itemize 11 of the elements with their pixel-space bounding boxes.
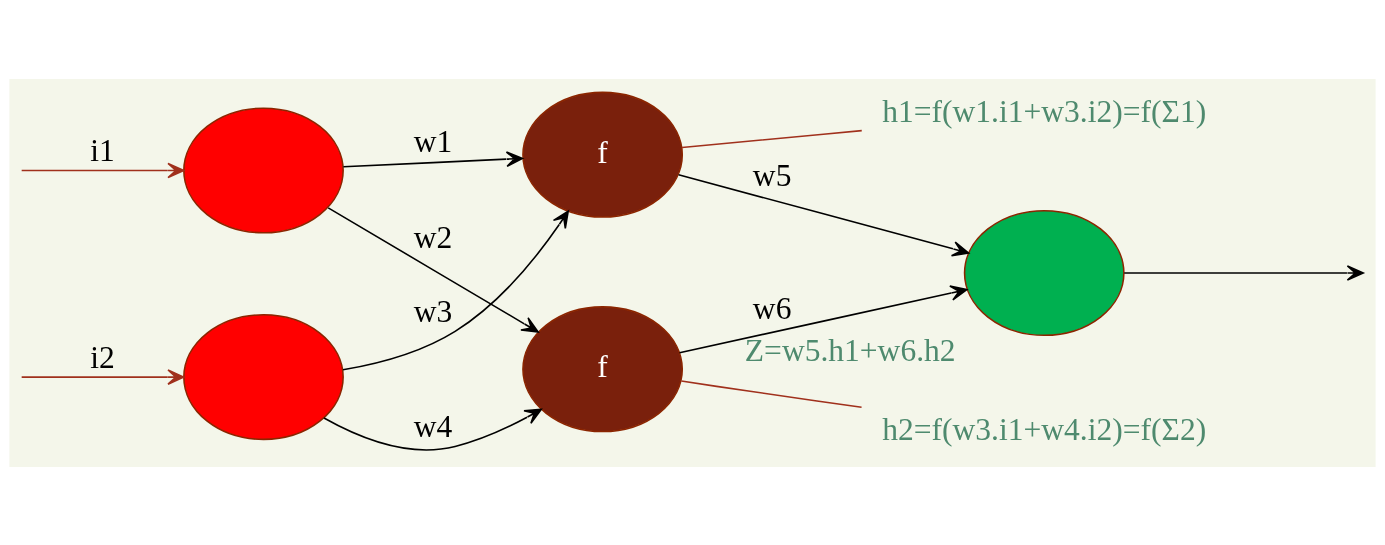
edge-label: i1 — [90, 132, 115, 168]
node-text: h2=f(w3.i1+w4.i2)=f(Σ2) — [882, 411, 1207, 447]
edge-label: w3 — [413, 293, 453, 329]
node-text: h1=f(w1.i1+w3.i2)=f(Σ1) — [882, 93, 1207, 129]
edge-label: w2 — [413, 219, 453, 255]
edge-label: w6 — [752, 290, 792, 326]
edge-label: w4 — [413, 408, 453, 444]
node-label: Z=w5.h1+w6.h2 — [744, 332, 956, 368]
edge-label: i2 — [90, 339, 115, 375]
edge-label: w5 — [752, 157, 792, 193]
edge-label: w1 — [413, 123, 453, 159]
